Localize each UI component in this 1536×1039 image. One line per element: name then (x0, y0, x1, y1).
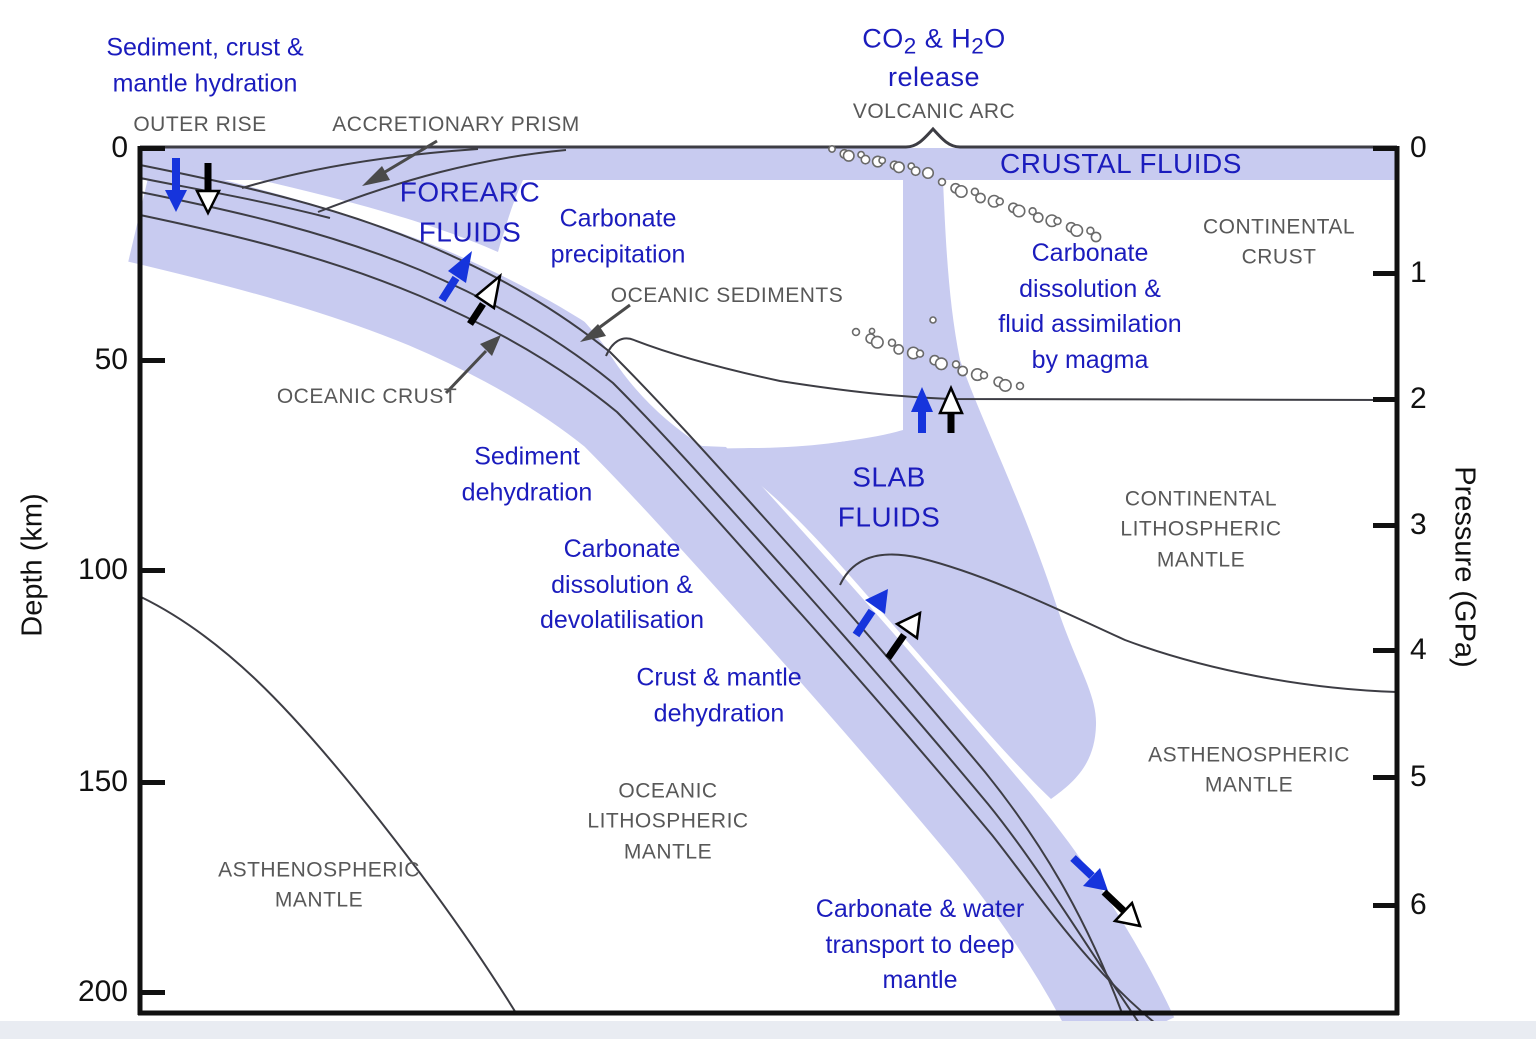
accretionary-prism-pointer-arrow (362, 139, 438, 186)
forearc-arrow-white (467, 272, 502, 326)
slab-line-sediment-top (139, 164, 1123, 1014)
subarc-arrow-white (938, 384, 964, 433)
depth-tick-label: 150 (77, 765, 128, 798)
label-hydration: Sediment, crust & mantle hydration (106, 33, 304, 98)
depth-tick (140, 568, 165, 573)
slab-fluids-blob (702, 180, 1097, 799)
pressure-tick-label: 0 (1410, 131, 1427, 164)
pressure-tick (1373, 903, 1397, 908)
carbon-in-arrow-white (194, 163, 222, 216)
depth-tick-label: 200 (77, 975, 128, 1008)
label-continental-lithospheric-mantle: CONTINENTAL LITHOSPHERIC MANTLE (1120, 487, 1282, 572)
depth-tick-label: 50 (94, 343, 128, 376)
label-outer-rise: OUTER RISE (133, 112, 267, 136)
depth-tick (140, 780, 165, 785)
label-crust-mantle-dehydration: Crust & mantle dehydration (636, 663, 802, 728)
depth-tick (140, 146, 165, 151)
deep-transport-arrow-blue (1070, 855, 1108, 891)
slab-line-inner-sediment (139, 177, 331, 219)
depth-axis-title: Depth (km) (16, 493, 49, 637)
slab-fluids-arrow-white (885, 610, 922, 660)
label-accretionary-prism: ACCRETIONARY PRISM (332, 112, 580, 136)
slab-line-moho (139, 214, 1176, 1039)
label-asthenospheric-mantle-left: ASTHENOSPHERIC MANTLE (218, 858, 420, 912)
oceanic-lab-line (140, 596, 517, 1014)
depth-tick (140, 990, 165, 995)
pressure-axis-title: Pressure (GPa) (1448, 466, 1481, 668)
subarc-arrow-blue (911, 387, 933, 433)
oceanic-crust-pointer-arrow (444, 335, 501, 395)
deep-transport-arrow-white (1101, 889, 1142, 928)
pointer-arrows (362, 139, 631, 395)
label-asthenospheric-mantle-right: ASTHENOSPHERIC MANTLE (1148, 743, 1350, 797)
pressure-tick (1373, 523, 1397, 528)
label-oceanic-crust: OCEANIC CRUST (276, 384, 458, 408)
oceanic-sediments-pointer-arrow (580, 303, 631, 342)
label-release: release (887, 61, 981, 92)
label-oceanic-sediments: OCEANIC SEDIMENTS (610, 283, 844, 307)
label-forearc-fluids: FOREARC FLUIDS (399, 176, 541, 247)
label-co2-h2o: CO2 & H2O (862, 23, 1006, 59)
boundary-lines (139, 148, 1398, 1039)
bottom-margin-strip (0, 1021, 1536, 1039)
label-crustal-fluids: CRUSTAL FLUIDS (1000, 148, 1242, 180)
slab-line-crust-top (139, 191, 1151, 1039)
prism-line-upper (241, 148, 479, 189)
water-in-arrow-blue (165, 158, 187, 212)
prism-line-lower (317, 149, 567, 213)
depth-tick-label: 100 (77, 553, 128, 586)
pressure-tick (1373, 271, 1397, 276)
pressure-tick-label: 4 (1410, 633, 1427, 666)
label-sediment-dehydration: Sediment dehydration (461, 442, 593, 507)
forearc-fluid-wedge (140, 148, 525, 252)
label-slab-fluids: SLAB FLUIDS (837, 461, 941, 532)
label-carbonate-water-transport: Carbonate & water transport to deep mant… (815, 894, 1025, 994)
label-continental-crust: CONTINENTAL CRUST (1202, 215, 1356, 269)
label-carbonate-dissolution: Carbonate dissolution & devolatilisation (540, 534, 704, 634)
pressure-tick (1373, 146, 1397, 151)
label-volcanic-arc: VOLCANIC ARC (852, 99, 1016, 123)
pressure-tick-label: 3 (1410, 508, 1427, 541)
surface-line-volcanic-peak (140, 126, 1397, 149)
pressure-tick (1373, 648, 1397, 653)
depth-tick-label: 0 (111, 131, 128, 164)
label-carbonate-precipitation: Carbonate precipitation (550, 204, 686, 269)
fluid-flow-arrows (165, 158, 1142, 928)
mantle-wedge-white-pocket (499, 180, 903, 448)
label-carbonate-dissolution-magma: Carbonate dissolution & fluid assimilati… (998, 239, 1182, 374)
magma-bubble-trains (828, 145, 1102, 392)
pressure-tick-label: 5 (1410, 760, 1427, 793)
depth-tick (140, 358, 165, 363)
forearc-arrow-blue (438, 251, 472, 303)
pressure-tick-label: 2 (1410, 382, 1427, 415)
slab-fluids-arrow-blue (852, 589, 888, 638)
pressure-tick-label: 6 (1410, 888, 1427, 921)
continental-moho-line (605, 337, 1398, 401)
continental-lab-line (839, 553, 1398, 693)
label-oceanic-lithospheric-mantle: OCEANIC LITHOSPHERIC MANTLE (587, 779, 749, 864)
pressure-tick-label: 1 (1410, 256, 1427, 289)
pressure-tick (1373, 397, 1397, 402)
pressure-tick (1373, 775, 1397, 780)
axes (137, 146, 1400, 1016)
